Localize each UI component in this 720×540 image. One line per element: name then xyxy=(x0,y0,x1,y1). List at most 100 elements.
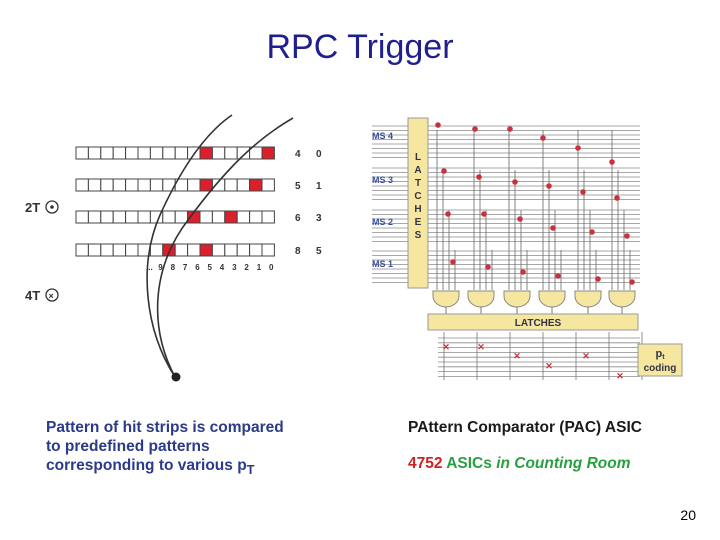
layer-label-a: 4 xyxy=(295,149,301,160)
hit-marker xyxy=(546,183,552,189)
hit-marker xyxy=(614,195,620,201)
ms-label: MS 4 xyxy=(372,131,393,141)
hit-marker xyxy=(481,211,487,217)
cross-circle-icon xyxy=(45,288,59,302)
strip-cell xyxy=(75,243,89,257)
left-caption-line-3: corresponding to various p xyxy=(46,457,247,474)
match-marker: ✕ xyxy=(582,351,590,361)
latch-letter: A xyxy=(414,165,421,176)
hit-marker xyxy=(555,273,561,279)
strip-cell xyxy=(149,178,164,192)
strip-cell xyxy=(261,243,275,257)
latch-letter: E xyxy=(415,217,422,228)
strip-cell xyxy=(261,178,275,192)
strip-cell xyxy=(87,210,102,224)
interaction-point xyxy=(171,372,181,382)
strip-number: 5 xyxy=(208,263,213,272)
layer-label-a: 6 xyxy=(295,213,301,224)
pt-coding-box xyxy=(637,343,683,377)
and-gate xyxy=(574,290,602,308)
hit-marker xyxy=(589,229,595,235)
ms-label: MS 2 xyxy=(372,217,393,227)
strip-cell xyxy=(75,178,89,192)
strip-cell xyxy=(112,210,127,224)
cross-icon: × xyxy=(49,291,54,301)
left-caption: Pattern of hit strips is compared to pre… xyxy=(46,418,284,479)
strip-cell xyxy=(174,243,189,257)
hit-marker xyxy=(507,126,513,132)
match-marker: ✕ xyxy=(616,371,624,381)
hit-marker xyxy=(512,179,518,185)
strip-row xyxy=(75,178,275,192)
match-marker: ✕ xyxy=(513,351,521,361)
ms-label: MS 1 xyxy=(372,259,393,269)
strip-cell xyxy=(125,178,139,192)
counting-room-label: in Counting Room xyxy=(496,455,631,472)
hit-marker xyxy=(517,216,523,222)
hit-marker xyxy=(629,279,635,285)
page-number: 20 xyxy=(680,507,696,523)
and-gate xyxy=(538,290,566,308)
dot-circle-icon xyxy=(45,200,59,214)
strip-cell xyxy=(261,210,275,224)
hit-strip xyxy=(199,243,213,257)
left-caption-line-2: to predefined patterns xyxy=(46,438,210,455)
strip-cell xyxy=(224,178,238,192)
hit-strip xyxy=(199,178,213,192)
match-marker: ✕ xyxy=(442,342,450,352)
hit-marker xyxy=(476,174,482,180)
strip-cell xyxy=(249,210,263,224)
strip-number: 1 xyxy=(257,263,262,272)
strip-cell xyxy=(100,210,114,224)
page-title: RPC Trigger xyxy=(266,28,454,66)
hit-marker xyxy=(435,122,441,128)
strip-cell xyxy=(236,178,251,192)
field-label-2t: 2T xyxy=(25,200,40,215)
dot-icon xyxy=(50,205,54,209)
and-gate xyxy=(467,290,495,308)
pt-label: pt xyxy=(655,348,665,361)
layer-label-b: 3 xyxy=(316,213,322,224)
hit-marker xyxy=(580,189,586,195)
hit-marker xyxy=(575,145,581,151)
strip-cell xyxy=(199,210,213,224)
strip-cell xyxy=(125,210,139,224)
layer-label-b: 5 xyxy=(316,246,322,257)
strip-cell xyxy=(249,243,263,257)
hit-marker xyxy=(472,126,478,132)
strip-cell xyxy=(112,243,127,257)
strip-cell xyxy=(236,146,251,160)
strip-cell xyxy=(137,146,151,160)
strip-cell xyxy=(149,146,164,160)
layer-label-a: 8 xyxy=(295,246,301,257)
layer-label-b: 0 xyxy=(316,149,322,160)
coding-label: coding xyxy=(644,363,677,374)
hit-marker xyxy=(441,168,447,174)
hit-marker xyxy=(520,269,526,275)
latch-letter: S xyxy=(415,230,422,241)
strip-cell xyxy=(125,243,139,257)
hit-strip xyxy=(261,146,275,160)
asic-label: ASICs xyxy=(446,455,492,472)
strip-cell xyxy=(100,146,114,160)
strip-cell xyxy=(112,146,127,160)
match-marker: ✕ xyxy=(545,361,553,371)
hit-strip xyxy=(199,146,213,160)
hit-marker xyxy=(445,211,451,217)
right-caption-line-1: PAttern Comparator (PAC) ASIC xyxy=(408,419,642,436)
hit-marker xyxy=(550,225,556,231)
strip-number: 3 xyxy=(232,263,237,272)
strip-number: 0 xyxy=(269,263,274,272)
strip-cell xyxy=(187,243,201,257)
strip-cell xyxy=(137,210,151,224)
latch-letter: L xyxy=(415,152,421,163)
track-high-pt xyxy=(156,117,294,378)
strip-cell xyxy=(75,146,89,160)
right-caption-line-2: 4752 ASICs in Counting Room xyxy=(408,454,631,473)
layer-label-a: 5 xyxy=(295,181,301,192)
strip-number: 9 xyxy=(158,263,163,272)
hit-marker xyxy=(595,276,601,282)
strip-cell xyxy=(162,146,176,160)
hit-strip xyxy=(224,210,238,224)
